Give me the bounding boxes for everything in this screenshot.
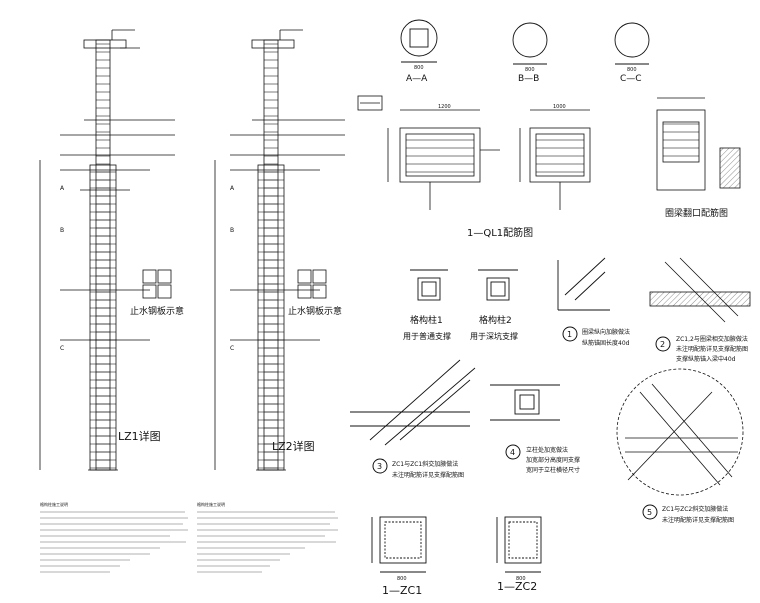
lz1-title: LZ1详图 [118,429,161,443]
callout1-num: 1 [567,330,572,339]
dim-cc-800: 800 [627,67,637,73]
notes-title-right: 格构柱施工说明 [197,501,225,507]
notes-lines-right [197,511,338,573]
section-bb [512,22,548,65]
lattice1-subtitle: 用于普通支撑 [403,331,451,341]
zone-letter-c-2: C [230,345,234,352]
callout2-diagram [649,257,751,323]
lattice2-subtitle: 用于深坑支撑 [470,331,518,341]
callout4-line2: 加宽部分高度同支撑 [526,456,580,464]
dim-aa-800: 800 [414,65,424,71]
lattice2-diagram [478,269,518,301]
callout3-line1: ZC1与ZC1斜交加腋做法 [392,460,458,468]
callout3-diagram [350,359,476,446]
callout4-diagram [490,384,560,421]
ql1-left-dim: 1200 [438,104,451,110]
callout3-line2: 未注明配筋详见支撑配筋图 [392,471,464,479]
callout1-circle [562,326,578,342]
callout2-num: 2 [660,340,665,349]
ql1-left [357,95,500,210]
notes-lines-left [40,511,188,573]
waterstop1-title: 止水钢板示意 [130,305,184,317]
callout4-circle [505,444,521,460]
callout5-diagram [616,368,744,496]
callout1-diagram [557,257,610,311]
notes-title-left: 格构柱施工说明 [40,501,68,507]
callout4-num: 4 [510,448,515,457]
lattice2-title: 格构柱2 [479,314,512,326]
zc1-dim: 800 [397,576,407,582]
ql1-title: 1—QL1配筋图 [467,226,533,239]
zc2-dim: 800 [516,576,526,582]
waterstop2-diagram [297,269,327,299]
section-aa [400,19,438,63]
callout2-circle [655,336,671,352]
callout4-line1: 立柱处加宽做法 [526,446,568,454]
zone-letter-b-2: B [230,227,234,234]
callout5-circle [642,504,658,520]
lattice1-diagram [410,269,448,301]
callout1-line2: 纵筋锚固长度40d [582,339,630,347]
waterstop1-diagram [142,269,172,299]
lz1-detail [39,29,175,471]
zone-letter-a-1: A [60,185,65,192]
section-cc [614,22,650,65]
lz2-title: LZ2详图 [272,439,315,453]
ql1-right [519,109,591,210]
section-aa-title: A—A [406,74,428,84]
dim-bb-800: 800 [525,67,535,73]
ring-opening-diagram [656,97,741,191]
callout5-line1: ZC1与ZC2斜交加腋做法 [662,505,728,513]
lz2-labels: A B C LZ2详图 止水钢板示意 [230,185,342,453]
zc1-section [371,516,427,573]
zc1-title: 1—ZC1 [382,584,422,597]
zone-letter-a-2: A [230,185,235,192]
callout2-line1: ZC1,2与圈梁相交加腋做法 [676,335,748,343]
zone-letter-b-1: B [60,227,64,234]
lattice1-title: 格构柱1 [410,314,443,326]
zone-letter-c-1: C [60,345,64,352]
callout2-line3: 支撑纵筋锚入梁中40d [676,355,736,363]
waterstop2-title: 止水钢板示意 [288,305,342,317]
section-bb-title: B—B [518,74,539,84]
zc2-title: 1—ZC2 [497,580,537,593]
callout3-num: 3 [377,462,382,471]
ql1-right-dim: 1000 [553,104,566,110]
callout5-num: 5 [647,508,652,517]
callout1-line1: 圈梁纵向加腋做法 [582,328,630,336]
callout4-line3: 宽同于立柱横径尺寸 [526,466,580,474]
ring-opening-title: 圈梁翻口配筋图 [665,207,728,219]
lz2-detail [214,29,345,471]
section-cc-title: C—C [620,74,642,84]
lz1-labels: A B C LZ1详图 止水钢板示意 [60,185,184,443]
callout2-line2: 未注明配筋详见支撑配筋图 [676,345,748,353]
callout5-line2: 未注明配筋详见支撑配筋图 [662,516,734,524]
zc2-section [496,516,542,573]
callout3-circle [372,458,388,474]
